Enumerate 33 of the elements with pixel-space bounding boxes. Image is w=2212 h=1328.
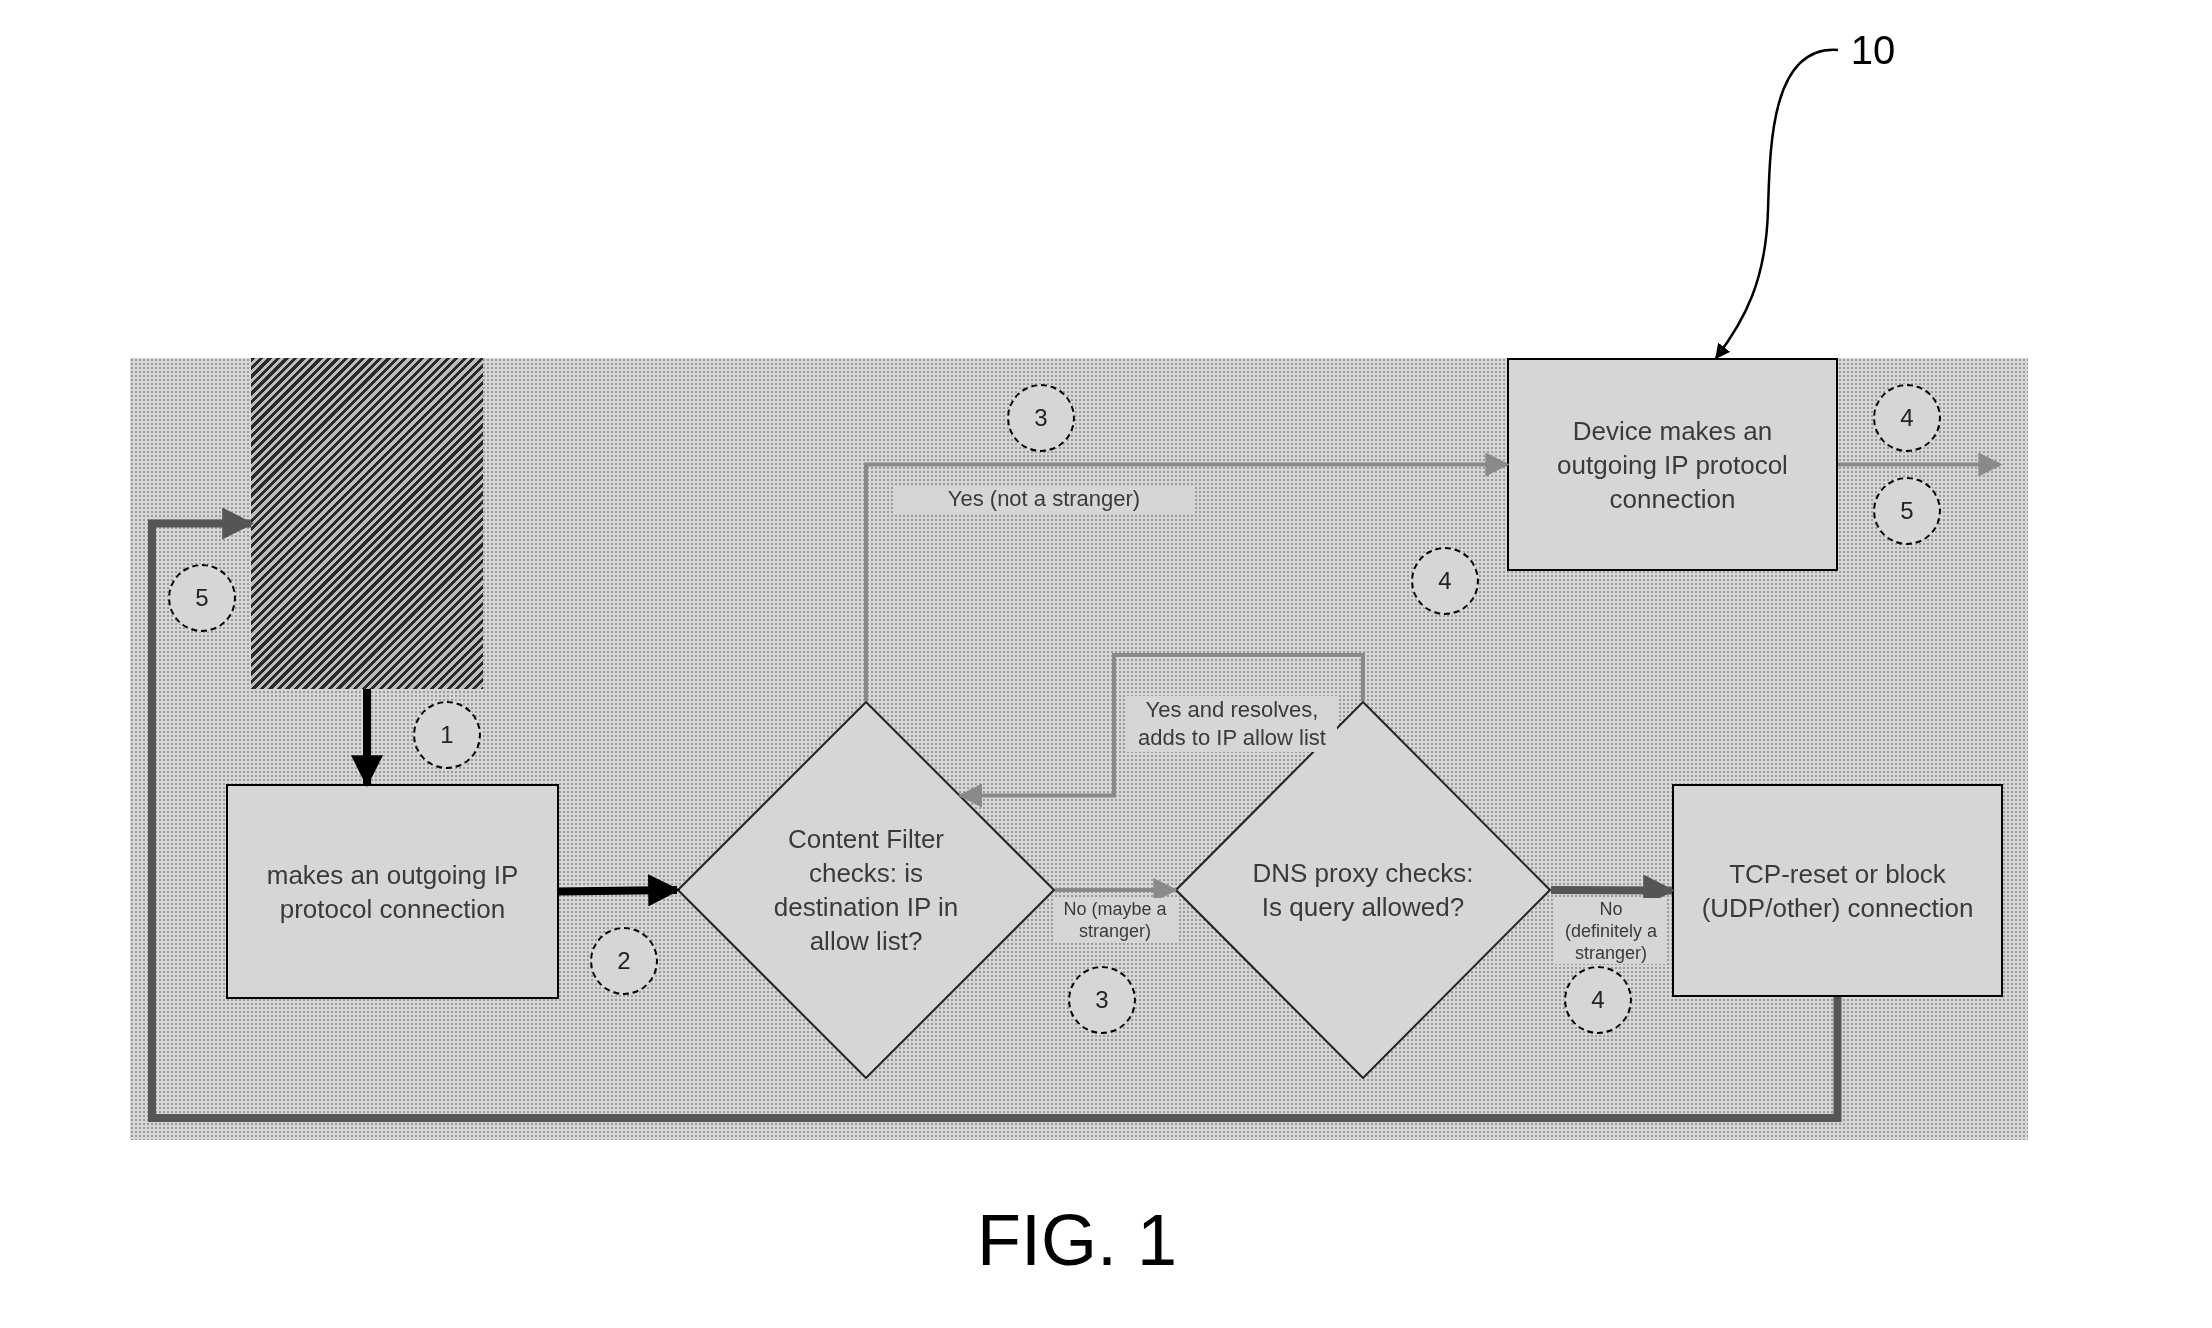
flow-arrow (148, 507, 1842, 1122)
flow-arrow (958, 653, 1365, 808)
step-number: 1 (440, 720, 454, 750)
step-number: 4 (1438, 566, 1452, 596)
step-text: DNS proxy checks: Is query allowed? (1251, 857, 1475, 924)
process-box (1672, 784, 2003, 997)
edge-label: No (definitely a stranger) (1555, 898, 1667, 964)
step-number: 3 (1095, 985, 1109, 1015)
edge-label: Yes (not a stranger) (894, 485, 1194, 513)
leader-line (1714, 48, 1839, 360)
hatched-block (251, 358, 483, 689)
reference-numeral: 10 (1850, 27, 1896, 74)
flow-arrow (558, 874, 681, 907)
process-box (226, 784, 559, 999)
decision-diamond (677, 701, 1055, 1079)
process-box (1507, 358, 1838, 571)
step-number: 4 (1900, 403, 1914, 433)
step-number: 3 (1034, 403, 1048, 433)
step-number: 4 (1591, 985, 1605, 1015)
step-text: TCP-reset or block (UDP/other) connection (1700, 857, 1975, 925)
step-number: 2 (617, 946, 631, 976)
step-text: Device makes an outgoing IP protocol connection (1556, 414, 1789, 516)
flow-arrow (1838, 452, 2003, 477)
step-text: Content Filter checks: is destination IP in allow list? (772, 823, 960, 958)
flow-arrow (351, 689, 383, 788)
step-number: 5 (195, 583, 209, 613)
figure-caption: FIG. 1 (975, 1200, 1178, 1280)
step-number: 5 (1900, 496, 1914, 526)
figure-panel (130, 358, 2028, 1140)
edge-label: Yes and resolves, adds to IP allow list (1127, 696, 1337, 752)
edge-label: No (maybe a stranger) (1053, 898, 1177, 942)
flow-arrow (864, 452, 1510, 701)
step-text: makes an outgoing IP protocol connection (265, 858, 520, 926)
